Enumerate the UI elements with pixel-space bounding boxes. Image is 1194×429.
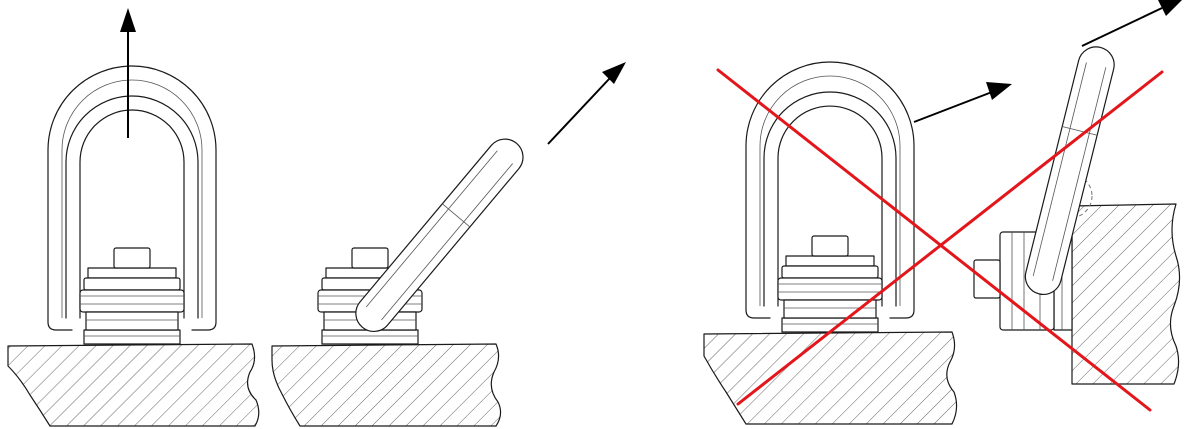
forbidden-cross <box>716 68 1164 412</box>
base-washer <box>781 317 879 333</box>
wall-block <box>1071 203 1181 385</box>
load-arrow-up-right <box>1081 0 1182 47</box>
pivot-outline <box>1047 173 1093 219</box>
ground-block <box>7 343 260 427</box>
scene-side-load-ring <box>703 61 1012 425</box>
load-arrow-sideways <box>913 82 1012 123</box>
base-washer <box>83 329 181 345</box>
swivel-body <box>777 235 883 319</box>
hex-nut <box>113 247 151 269</box>
base-washer <box>321 329 419 345</box>
scene-angled-pull <box>271 62 626 427</box>
scene-sidewall-mount <box>973 0 1182 385</box>
tilted-ring <box>1024 46 1115 296</box>
ground-block <box>703 331 958 425</box>
load-arrow-angled <box>547 62 626 145</box>
hex-nut <box>811 235 849 257</box>
ground-block <box>271 343 502 427</box>
hex-nut <box>351 247 389 269</box>
hex-nut <box>973 259 1001 299</box>
u-ring <box>47 65 217 331</box>
scene-straight-pull <box>7 8 260 427</box>
load-arrow-vertical <box>120 8 136 138</box>
swivel-body <box>79 247 185 331</box>
tilted-ring <box>355 138 524 333</box>
